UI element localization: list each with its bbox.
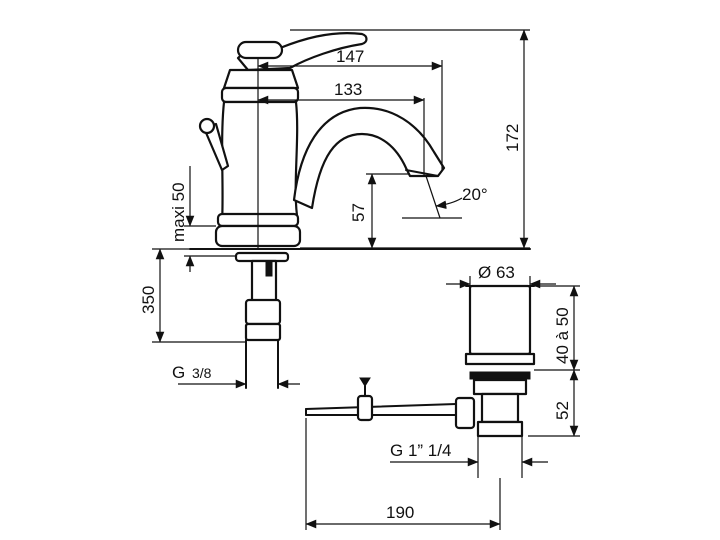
dim-angle-arc xyxy=(435,197,463,210)
aerator xyxy=(405,169,439,177)
dim-172: 172 xyxy=(503,124,522,152)
waste-assembly xyxy=(305,284,536,438)
dim-angle: 20° xyxy=(462,185,488,204)
dim-g114: G 1” 1/4 xyxy=(390,441,451,460)
clevis-arrow xyxy=(359,377,371,387)
shank-nut xyxy=(244,298,282,326)
waste-tail xyxy=(476,420,524,438)
main-body xyxy=(220,100,300,224)
dim-4050: 40 à 50 xyxy=(553,307,572,364)
dim-maxi50: maxi 50 xyxy=(169,182,188,242)
spout xyxy=(292,106,446,210)
pull-rod-top xyxy=(305,403,457,410)
waste-lower xyxy=(480,392,520,424)
faucet-body xyxy=(198,32,446,248)
pivot-housing xyxy=(454,396,476,430)
supply-assembly xyxy=(234,251,290,389)
dim-147: 147 xyxy=(336,47,364,66)
dim-52: 52 xyxy=(553,401,572,420)
dim-133: 133 xyxy=(334,80,362,99)
dim-g38-size: 3/8 xyxy=(192,365,212,381)
dim-190: 190 xyxy=(386,503,414,522)
waste-flange xyxy=(472,378,528,396)
popup-knob xyxy=(198,117,216,135)
waste-collar xyxy=(464,352,536,366)
waste-gasket xyxy=(469,371,531,380)
dim-350: 350 xyxy=(139,286,158,314)
dim-57: 57 xyxy=(349,203,368,222)
dim-d63: Ø 63 xyxy=(478,263,515,282)
dim-g38-letter: G xyxy=(172,363,185,382)
shank-band xyxy=(265,261,273,277)
handle-cap xyxy=(236,40,284,60)
hose-fitting xyxy=(244,322,282,342)
top-ring xyxy=(222,68,300,90)
mount-washer xyxy=(234,251,290,263)
clevis-clip xyxy=(356,394,374,422)
waste-body xyxy=(468,284,532,356)
